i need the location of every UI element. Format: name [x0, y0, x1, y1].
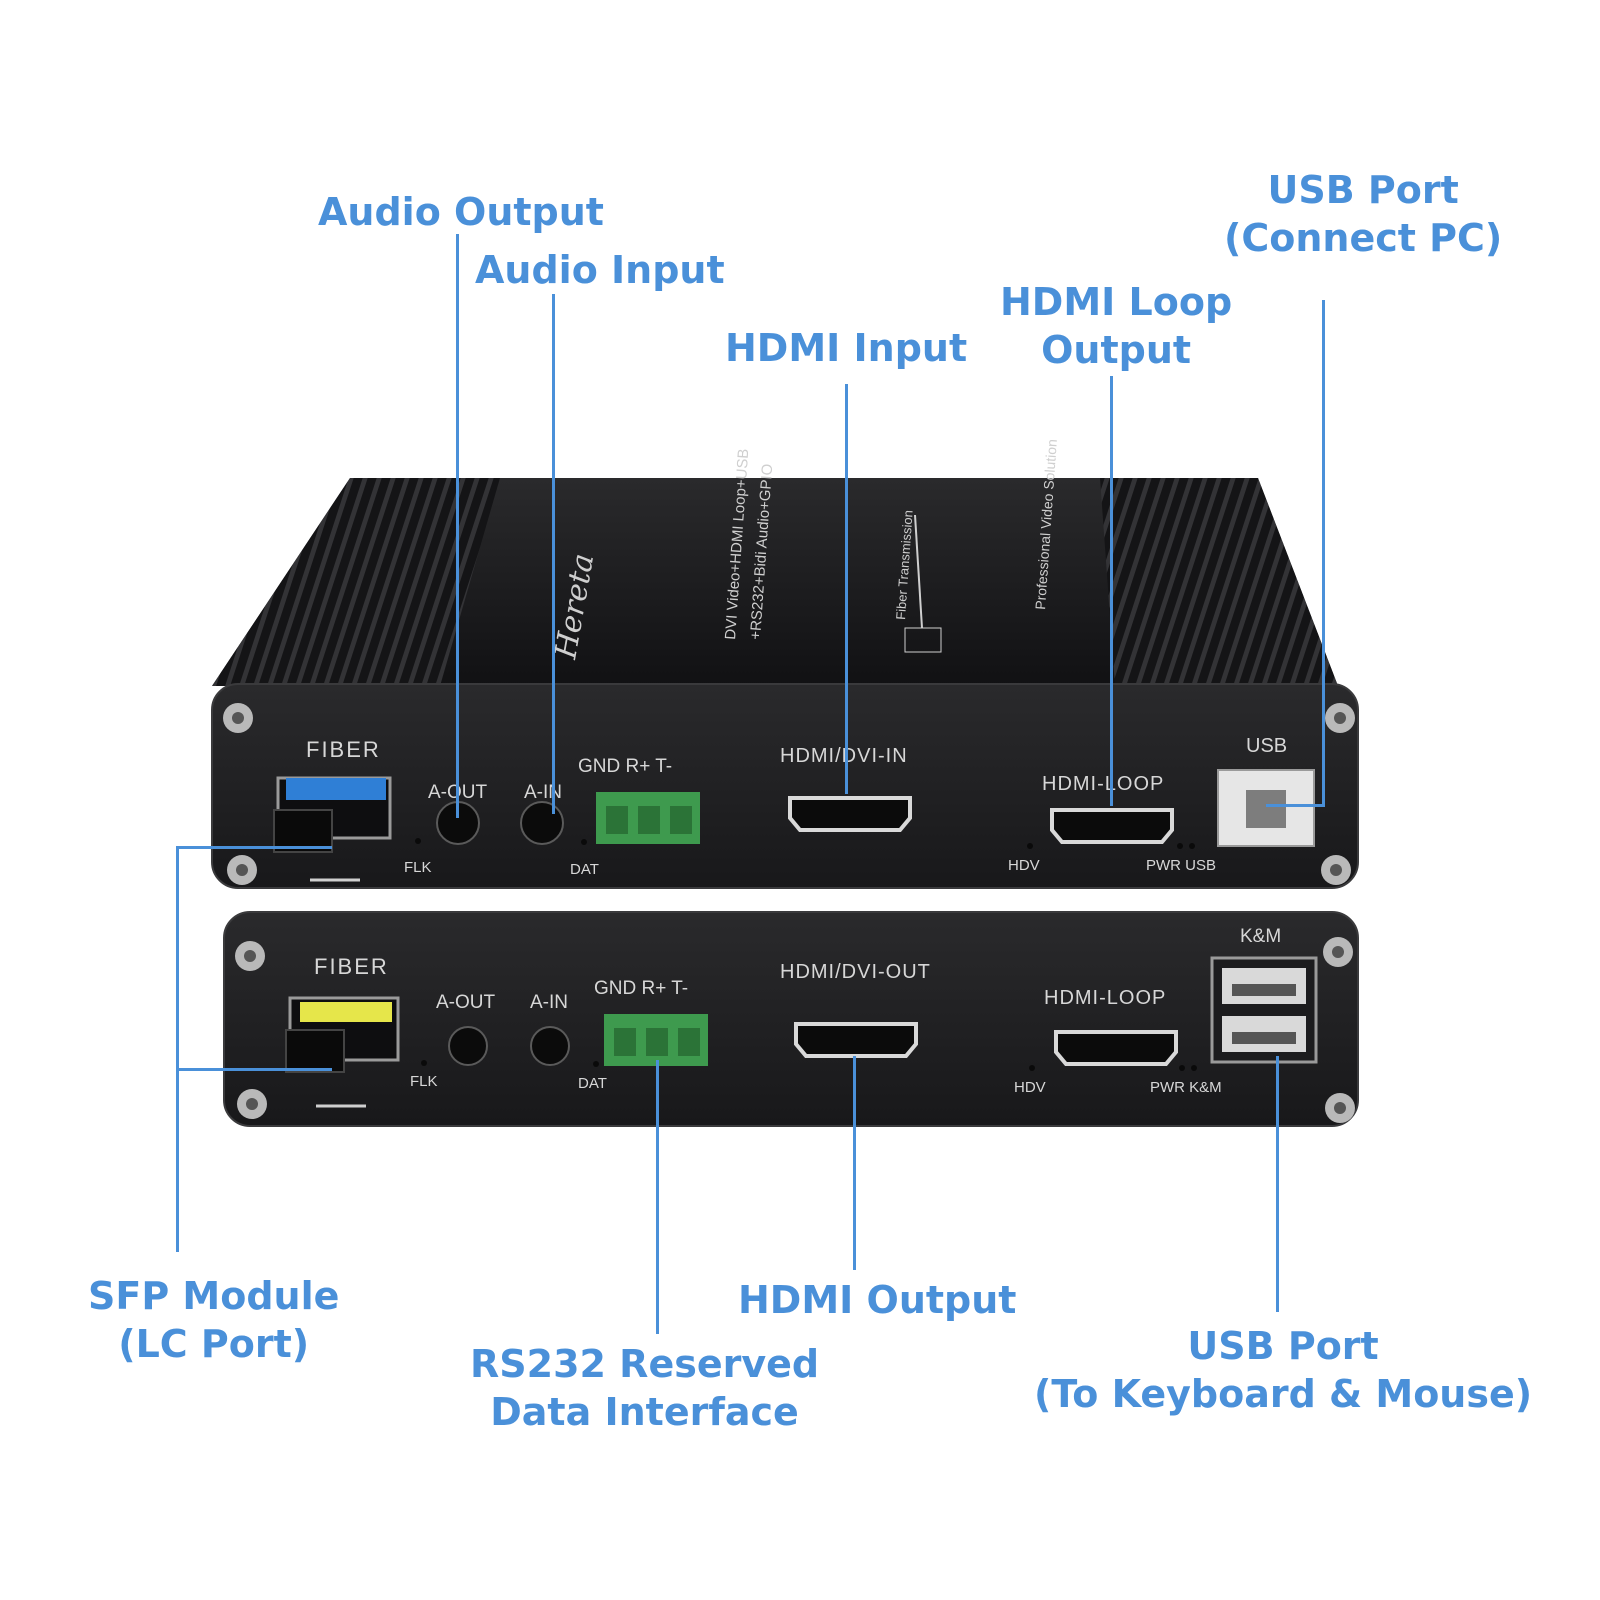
tx-ain-label: A-IN — [524, 782, 562, 803]
callout-sfp-module-line1: SFP Module — [88, 1274, 340, 1318]
callout-audio-input-text: Audio Input — [475, 248, 725, 292]
leader-rs232 — [656, 1060, 659, 1334]
callout-hdmi-output: HDMI Output — [738, 1276, 1016, 1324]
rx-aout-label: A-OUT — [436, 992, 496, 1013]
leader-sfp-v — [176, 846, 179, 1252]
callout-hdmi-loop-output: HDMI Loop Output — [1000, 278, 1232, 374]
callout-sfp-module: SFP Module (LC Port) — [88, 1272, 339, 1368]
rx-usb-a-ports — [1210, 956, 1318, 1064]
rx-hdv-label: HDV — [1014, 1079, 1046, 1096]
rx-hdmi-out-label: HDMI/DVI-OUT — [780, 961, 931, 983]
tx-pwr-usb-label: PWR USB — [1146, 857, 1216, 874]
rx-km-label: K&M — [1240, 926, 1281, 947]
tx-terminal-block — [596, 792, 700, 844]
rx-ain-label: A-IN — [530, 992, 568, 1013]
rx-hdmi-loop-label: HDMI-LOOP — [1044, 987, 1166, 1009]
receiver-face — [223, 911, 1359, 1127]
tx-dat-label: DAT — [570, 861, 599, 878]
callout-rs232-line2: Data Interface — [490, 1390, 799, 1434]
tx-usb-b-port — [1217, 769, 1315, 847]
rx-fiber-label: FIBER — [314, 954, 389, 979]
callout-rs232-line1: RS232 Reserved — [470, 1342, 820, 1386]
callout-usb-port-pc-line2: (Connect PC) — [1224, 216, 1503, 260]
callout-rs232: RS232 Reserved Data Interface — [470, 1340, 819, 1436]
tx-sfp-module — [273, 776, 392, 882]
callout-audio-output: Audio Output — [318, 188, 604, 236]
callout-usb-port-km: USB Port (To Keyboard & Mouse) — [1034, 1322, 1532, 1418]
tx-gnd-rt-label: GND R+ T- — [578, 756, 672, 777]
leader-hdmi-input — [845, 384, 848, 794]
right-fins — [1100, 478, 1338, 686]
callout-usb-port-km-line2: (To Keyboard & Mouse) — [1034, 1372, 1533, 1416]
rx-audio-out-jack — [448, 1026, 488, 1066]
rx-hdmi-loop-port — [1054, 1030, 1178, 1066]
callout-usb-port-pc-line1: USB Port — [1267, 168, 1459, 212]
leader-hdmi-output — [853, 1056, 856, 1270]
tx-audio-in-jack — [520, 801, 564, 845]
callout-hdmi-loop-output-line1: HDMI Loop — [1000, 280, 1233, 324]
leader-audio-output — [456, 234, 459, 818]
leader-audio-input — [552, 294, 555, 814]
callout-audio-output-text: Audio Output — [318, 190, 604, 234]
leader-sfp-h1 — [176, 846, 332, 849]
left-fins — [212, 478, 500, 686]
tx-flk-label: FLK — [404, 859, 432, 876]
leader-usb-pc-h — [1266, 804, 1325, 807]
tx-hdv-label: HDV — [1008, 857, 1040, 874]
callout-usb-port-km-line1: USB Port — [1187, 1324, 1379, 1368]
tx-hdmi-loop-label: HDMI-LOOP — [1042, 773, 1164, 795]
callout-usb-port-pc: USB Port (Connect PC) — [1224, 166, 1502, 262]
leader-sfp-h2 — [176, 1068, 332, 1071]
leader-usb-km — [1276, 1056, 1279, 1312]
callout-hdmi-input: HDMI Input — [725, 324, 967, 372]
tx-hdmi-in-port — [788, 796, 912, 832]
top-cover — [212, 478, 1338, 686]
rx-sfp-module — [285, 996, 400, 1108]
leader-hdmi-loop-output — [1110, 376, 1113, 806]
tx-fiber-label: FIBER — [306, 737, 381, 762]
tx-hdmi-loop-port — [1050, 808, 1174, 844]
callout-hdmi-loop-output-line2: Output — [1041, 328, 1192, 372]
callout-hdmi-input-text: HDMI Input — [725, 326, 968, 370]
tx-hdmi-in-label: HDMI/DVI-IN — [780, 745, 908, 767]
rx-dat-label: DAT — [578, 1075, 607, 1092]
rx-pwr-km-label: PWR K&M — [1150, 1079, 1222, 1096]
rx-audio-in-jack — [530, 1026, 570, 1066]
callout-hdmi-output-text: HDMI Output — [738, 1278, 1017, 1322]
rx-gnd-rt-label: GND R+ T- — [594, 978, 688, 999]
rx-terminal-block — [604, 1014, 708, 1066]
callout-audio-input: Audio Input — [475, 246, 725, 294]
rx-flk-label: FLK — [410, 1073, 438, 1090]
leader-usb-pc-v — [1322, 300, 1325, 806]
rx-hdmi-out-port — [794, 1022, 918, 1058]
tx-usb-label: USB — [1246, 735, 1287, 757]
callout-sfp-module-line2: (LC Port) — [118, 1322, 310, 1366]
